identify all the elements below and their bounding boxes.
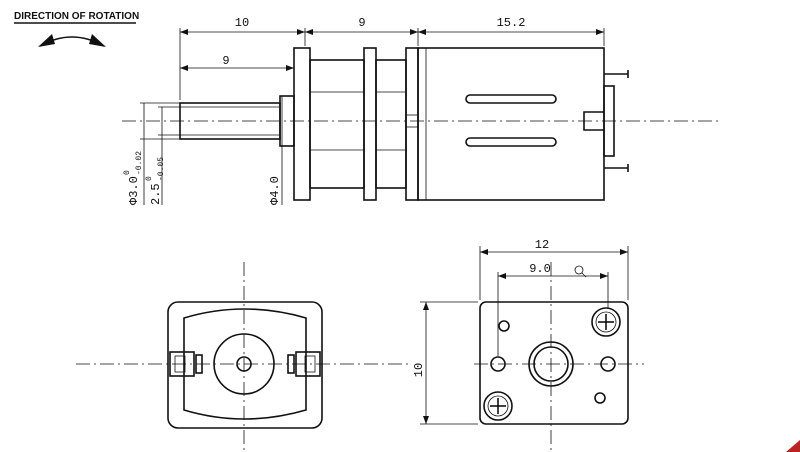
rear-plate xyxy=(405,47,419,201)
end-cap-notch xyxy=(583,111,604,131)
dim-motor: 15.2 xyxy=(497,16,526,30)
dia-shaft: Φ3.0 xyxy=(127,176,141,205)
rotation-legend: DIRECTION OF ROTATION xyxy=(14,11,139,47)
dim-height: 10 xyxy=(412,363,426,377)
rear-cap xyxy=(603,85,615,157)
middle-plate xyxy=(363,47,377,201)
side-view: 10 9 15.2 9 Φ3.0 0 -0.02 2.5 0 -0.05 xyxy=(122,16,720,205)
rear-boss-inner xyxy=(533,346,569,382)
dia-flat: 2.5 xyxy=(149,183,163,205)
dia-flat-lower: -0.05 xyxy=(157,157,166,181)
gear-housing xyxy=(309,59,365,189)
zoom-icon xyxy=(574,265,587,278)
rear-outline xyxy=(479,301,629,425)
mount-hole-left xyxy=(490,356,506,372)
dia-shaft-lower: -0.02 xyxy=(135,151,144,175)
screw-top-right-icon xyxy=(591,307,621,337)
dim-width: 12 xyxy=(535,238,549,252)
gear-housing-2 xyxy=(375,59,407,189)
dim-shaft: 9 xyxy=(222,54,229,68)
motor-slot-bottom xyxy=(465,137,557,147)
rear-view: 12 9.0 10 xyxy=(412,238,644,450)
front-plate xyxy=(293,47,311,201)
pin-hole-top xyxy=(498,320,510,332)
arrowhead-right-icon xyxy=(89,34,106,47)
corner-mark xyxy=(786,440,800,452)
dia-shaft-upper: 0 xyxy=(123,170,132,175)
screw-bottom-left-icon xyxy=(483,391,513,421)
front-face xyxy=(183,308,307,420)
rotation-title: DIRECTION OF ROTATION xyxy=(14,11,139,22)
dia-flat-upper: 0 xyxy=(145,176,154,181)
pin-hole-bottom xyxy=(594,392,606,404)
front-shaft-circle xyxy=(236,356,252,372)
front-outline xyxy=(167,301,323,429)
dia-boss: Φ4.0 xyxy=(268,176,282,205)
dim-gearbox: 9 xyxy=(358,16,365,30)
motor-body xyxy=(417,47,605,201)
front-boss-circle xyxy=(213,333,275,395)
dim-holes: 9.0 xyxy=(529,262,551,276)
clip-left xyxy=(169,351,195,377)
clip-right xyxy=(295,351,321,377)
motor-slot-top xyxy=(465,94,557,104)
rear-boss-outer xyxy=(528,341,574,387)
arrowhead-left-icon xyxy=(38,34,55,47)
mount-hole-right xyxy=(600,356,616,372)
dim-shaft-total: 10 xyxy=(235,16,249,30)
front-view xyxy=(76,262,412,450)
